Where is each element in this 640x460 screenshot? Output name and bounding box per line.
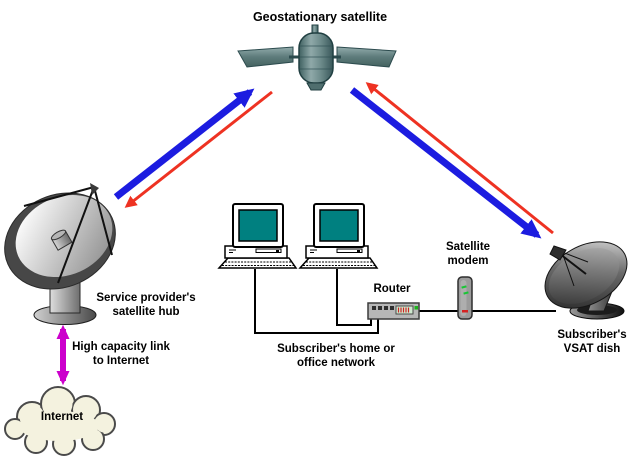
vsat-dish-icon — [544, 241, 628, 320]
feed-horn — [50, 229, 73, 251]
satellite-label: Geostationary satellite — [210, 10, 430, 24]
signal-arrows — [56, 82, 554, 386]
downlink-arrow-satellite-to-vsat — [349, 87, 542, 239]
vsat-label: Subscriber's VSAT dish — [557, 329, 627, 355]
modem-label: Satellite modem — [445, 241, 491, 267]
internet-label: Internet — [40, 411, 84, 423]
network-label: Subscriber's home or office network — [277, 343, 395, 369]
hub-dish-icon — [4, 183, 116, 325]
modem-icon — [457, 276, 473, 320]
hub-label: Service provider's satellite hub — [96, 292, 196, 318]
uplink-arrow-vsat-to-satellite — [365, 82, 554, 235]
network-cables — [254, 269, 556, 334]
link-label: High capacity link to Internet — [72, 341, 170, 367]
router-icon — [367, 302, 420, 320]
computer-icon — [217, 203, 298, 269]
satellite-icon — [237, 24, 397, 91]
computer-icon-2 — [299, 203, 378, 269]
uplink-arrow-hub-to-satellite — [113, 88, 255, 200]
router-label: Router — [373, 283, 411, 295]
cable-pc2-router — [336, 269, 372, 326]
downlink-arrow-satellite-to-hub — [124, 90, 273, 208]
cable-pc1-router — [254, 269, 379, 334]
satellite-label-text: Geostationary satellite — [252, 10, 388, 24]
internet-cloud — [4, 386, 116, 456]
